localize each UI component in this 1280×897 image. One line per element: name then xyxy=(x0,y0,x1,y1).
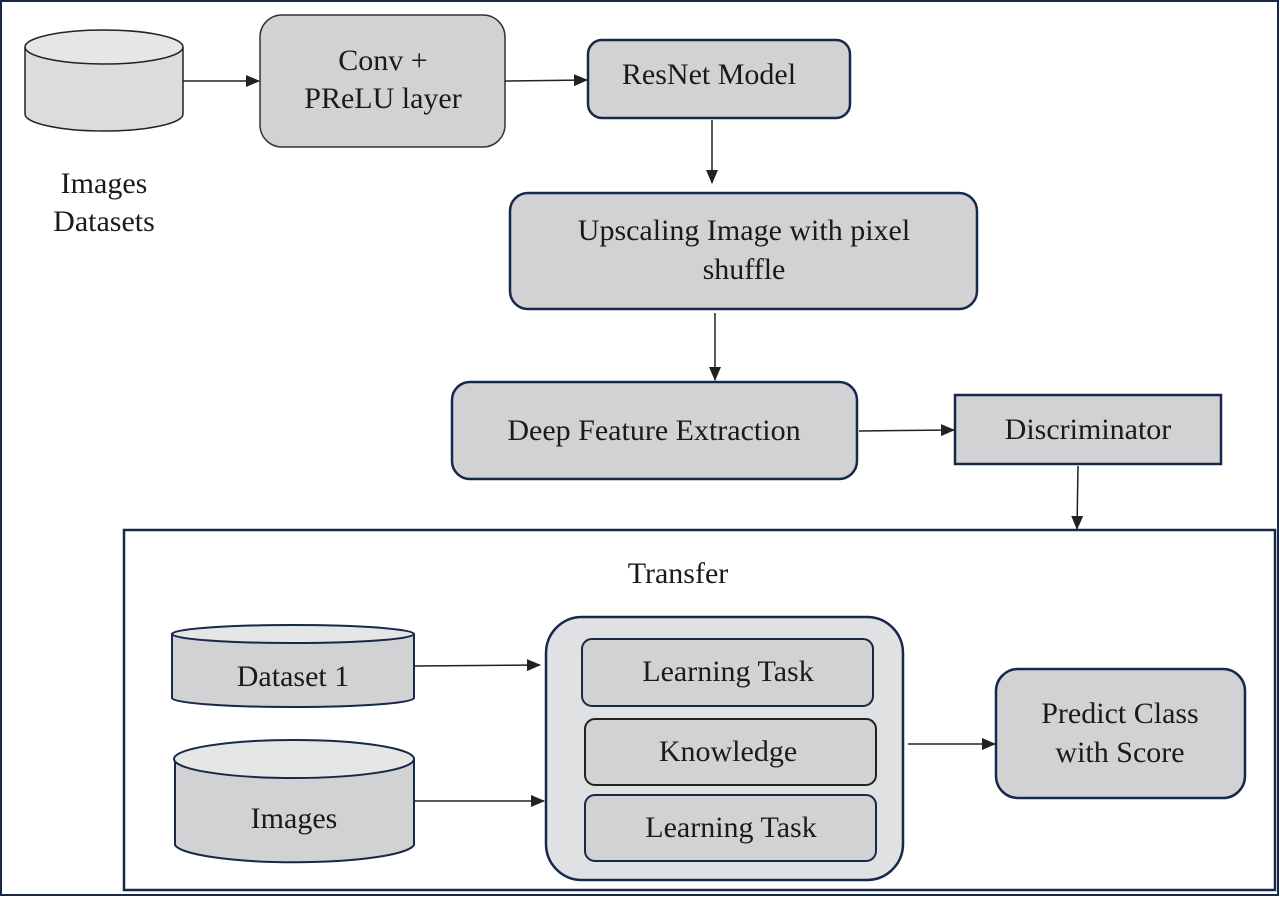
upscaling-label-2: shuffle xyxy=(703,253,786,286)
images-datasets-label-1: Images xyxy=(61,167,148,200)
upscaling-label-1: Upscaling Image with pixel xyxy=(578,214,910,247)
arrow-discriminator-to-transfer xyxy=(1071,465,1084,530)
knowledge-label: Knowledge xyxy=(659,735,797,768)
deep-feature-label: Deep Feature Extraction xyxy=(507,414,800,447)
arrow-conv-to-resnet xyxy=(504,74,588,87)
discriminator-box xyxy=(953,393,1223,466)
resnet-label: ResNet Model xyxy=(622,58,796,91)
resnet-box xyxy=(586,38,852,120)
arrow-dataset1-to-panel xyxy=(413,659,541,672)
deep-feature-box xyxy=(450,380,859,481)
images-cylinder xyxy=(173,739,415,864)
arrow-deep-feature-to-discriminator xyxy=(858,424,955,437)
dataset1-cylinder xyxy=(171,624,415,708)
learning-task-2-box xyxy=(584,794,877,862)
conv-prelu-label-1: Conv + xyxy=(338,44,427,77)
conv-prelu-box xyxy=(259,14,506,148)
images-datasets-cylinder xyxy=(24,29,184,132)
upscaling-box xyxy=(508,191,979,311)
learning-task-1-label: Learning Task xyxy=(642,655,813,688)
predict-label-2: with Score xyxy=(1055,736,1184,769)
images-datasets-label-2: Datasets xyxy=(53,205,155,238)
conv-prelu-label-2: PReLU layer xyxy=(304,82,461,115)
learning-task-2-label: Learning Task xyxy=(645,811,816,844)
discriminator-label: Discriminator xyxy=(1005,413,1172,446)
knowledge-box xyxy=(584,718,877,786)
images-label: Images xyxy=(251,802,338,835)
predict-box xyxy=(994,667,1247,800)
transfer-title: Transfer xyxy=(628,557,729,590)
learning-task-1-box xyxy=(581,638,874,707)
predict-label-1: Predict Class xyxy=(1041,697,1199,730)
dataset1-label: Dataset 1 xyxy=(237,660,349,693)
